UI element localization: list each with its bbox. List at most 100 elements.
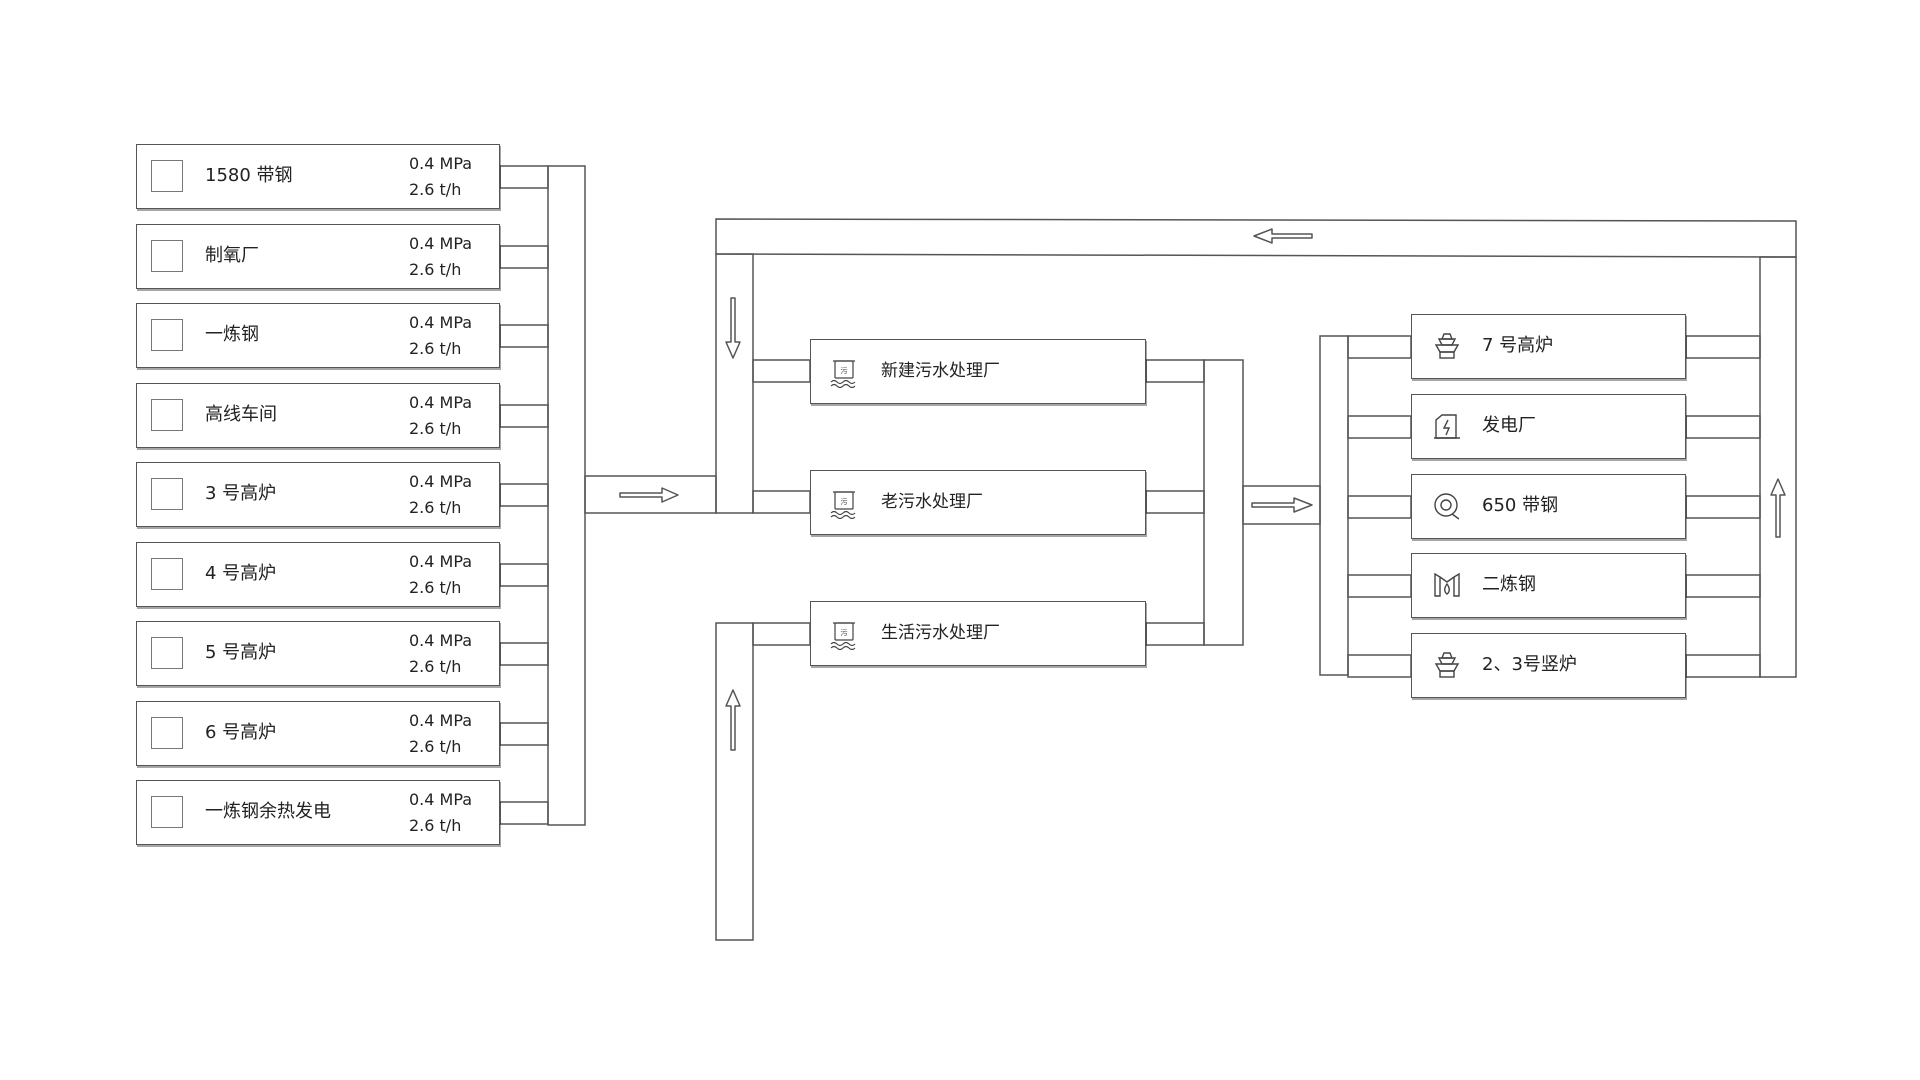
source-box[interactable]: 3 号高炉 0.4 MPa 2.6 t/h (136, 462, 500, 527)
steel-coil-icon (1434, 493, 1460, 520)
treatment-plant-box[interactable]: 污 老污水处理厂 (810, 470, 1146, 535)
wastewater-tank-icon: 污 (830, 491, 856, 519)
source-pressure: 0.4 MPa (409, 313, 473, 332)
consumer-header-pipe (1319, 335, 1349, 676)
source-stub-pipe (499, 324, 549, 348)
power-plant-icon (1434, 414, 1460, 439)
source-checkbox[interactable] (151, 240, 183, 272)
source-pressure: 0.4 MPa (409, 552, 473, 571)
svg-text:污: 污 (841, 367, 848, 375)
source-stub-pipe (499, 404, 549, 428)
consumer-outlet-stub (1685, 654, 1761, 678)
source-box[interactable]: 制氧厂 0.4 MPa 2.6 t/h (136, 224, 500, 289)
consumer-outlet-stub (1685, 495, 1761, 519)
right-return-pipe (1759, 256, 1797, 678)
source-stub-pipe (499, 563, 549, 587)
source-name: 4 号高炉 (205, 563, 277, 584)
source-flow: 2.6 t/h (409, 657, 462, 676)
consumer-box[interactable]: 二炼钢 (1411, 553, 1686, 618)
consumer-name: 二炼钢 (1482, 574, 1536, 595)
plant-outlet-stub (1145, 359, 1205, 383)
source-stub-pipe (499, 245, 549, 269)
plant-inlet-stub (752, 359, 811, 383)
consumer-box[interactable]: 650 带钢 (1411, 474, 1686, 539)
blast-furnace-icon (1434, 333, 1460, 359)
source-flow: 2.6 t/h (409, 339, 462, 358)
source-checkbox[interactable] (151, 319, 183, 351)
steelmaking-icon (1434, 572, 1460, 597)
outlet-collector-pipe (1203, 359, 1244, 646)
consumer-inlet-stub (1347, 574, 1412, 598)
source-name: 3 号高炉 (205, 483, 277, 504)
source-box[interactable]: 一炼钢 0.4 MPa 2.6 t/h (136, 303, 500, 368)
consumer-outlet-stub (1685, 335, 1761, 359)
plants-header-pipe (715, 253, 754, 514)
source-box[interactable]: 5 号高炉 0.4 MPa 2.6 t/h (136, 621, 500, 686)
consumer-stubs (1347, 335, 1761, 678)
flow-arrow-left (1253, 228, 1313, 244)
consumer-outlet-stub (1685, 574, 1761, 598)
consumer-box[interactable]: 7 号高炉 (1411, 314, 1686, 379)
source-name: 6 号高炉 (205, 722, 277, 743)
flow-arrow-right (1251, 497, 1313, 513)
treatment-plant-box[interactable]: 污 生活污水处理厂 (810, 601, 1146, 666)
consumer-feed-pipe (1242, 485, 1321, 525)
flow-arrow-down (725, 297, 741, 359)
source-pressure: 0.4 MPa (409, 154, 473, 173)
left-collector-pipe (547, 165, 586, 826)
consumer-inlet-stub (1347, 335, 1412, 359)
domestic-feed-pipe (715, 622, 754, 941)
flow-arrow-right (619, 487, 679, 503)
source-flow: 2.6 t/h (409, 260, 462, 279)
source-box[interactable]: 4 号高炉 0.4 MPa 2.6 t/h (136, 542, 500, 607)
source-checkbox[interactable] (151, 717, 183, 749)
source-name: 5 号高炉 (205, 642, 277, 663)
consumer-box[interactable]: 发电厂 (1411, 394, 1686, 459)
plant-name: 新建污水处理厂 (881, 361, 1000, 381)
consumer-name: 2、3号竖炉 (1482, 654, 1577, 675)
treatment-plant-box[interactable]: 污 新建污水处理厂 (810, 339, 1146, 404)
consumer-inlet-stub (1347, 654, 1412, 678)
source-stub-pipe (499, 165, 549, 189)
source-box[interactable]: 1580 带钢 0.4 MPa 2.6 t/h (136, 144, 500, 209)
flow-arrow-up (725, 689, 741, 751)
source-pressure: 0.4 MPa (409, 711, 473, 730)
consumer-outlet-stub (1685, 415, 1761, 439)
plant-inlet-stub (752, 490, 811, 514)
source-checkbox[interactable] (151, 796, 183, 828)
source-box[interactable]: 高线车间 0.4 MPa 2.6 t/h (136, 383, 500, 448)
source-pressure: 0.4 MPa (409, 472, 473, 491)
source-name: 高线车间 (205, 404, 277, 425)
top-return-pipe (715, 218, 1797, 258)
source-flow: 2.6 t/h (409, 419, 462, 438)
source-checkbox[interactable] (151, 637, 183, 669)
source-checkbox[interactable] (151, 478, 183, 510)
consumer-name: 发电厂 (1482, 415, 1536, 436)
source-checkbox[interactable] (151, 558, 183, 590)
source-box[interactable]: 6 号高炉 0.4 MPa 2.6 t/h (136, 701, 500, 766)
consumer-inlet-stub (1347, 495, 1412, 519)
source-name: 1580 带钢 (205, 165, 293, 186)
source-stub-pipe (499, 642, 549, 666)
wastewater-tank-icon: 污 (830, 360, 856, 388)
source-flow: 2.6 t/h (409, 737, 462, 756)
plant-name: 老污水处理厂 (881, 492, 983, 512)
plant-inlet-stub (752, 622, 811, 646)
source-stub-pipe (499, 801, 549, 825)
source-pressure: 0.4 MPa (409, 234, 473, 253)
flow-arrow-up (1770, 478, 1786, 538)
shaft-furnace-icon (1434, 652, 1460, 678)
source-name: 一炼钢余热发电 (205, 801, 331, 822)
source-checkbox[interactable] (151, 399, 183, 431)
source-pressure: 0.4 MPa (409, 790, 473, 809)
source-checkbox[interactable] (151, 160, 183, 192)
source-name: 一炼钢 (205, 324, 259, 345)
source-stub-pipe (499, 483, 549, 507)
consumer-box[interactable]: 2、3号竖炉 (1411, 633, 1686, 698)
source-box[interactable]: 一炼钢余热发电 0.4 MPa 2.6 t/h (136, 780, 500, 845)
source-pressure: 0.4 MPa (409, 393, 473, 412)
consumer-name: 650 带钢 (1482, 495, 1559, 516)
plant-outlet-stub (1145, 490, 1205, 514)
plant-name: 生活污水处理厂 (881, 623, 1000, 643)
